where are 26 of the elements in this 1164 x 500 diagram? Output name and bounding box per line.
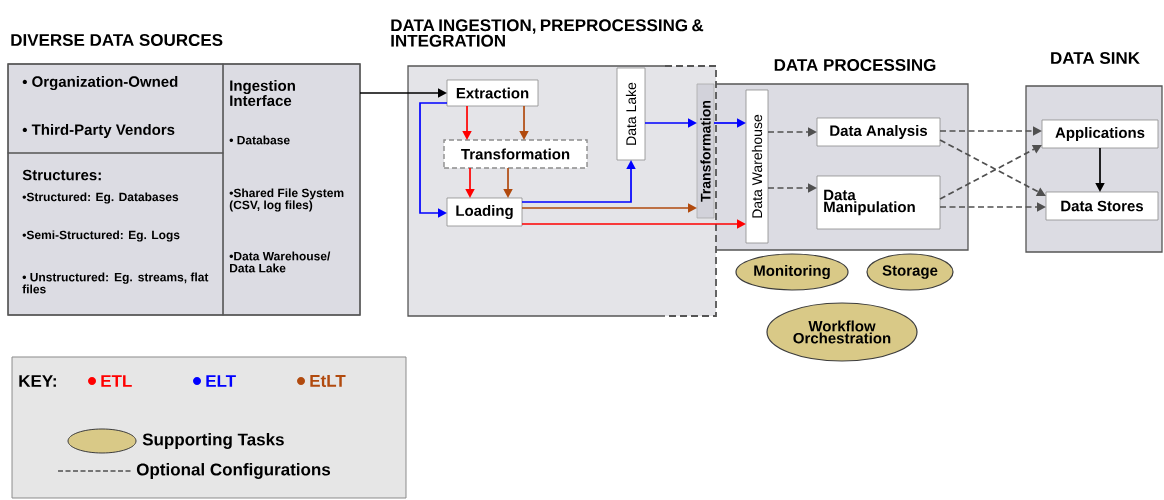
- process-box: Loading: [446, 197, 523, 227]
- legend-text: EtLT: [310, 375, 346, 387]
- node-label: DATA PROCESSING: [774, 58, 936, 72]
- arrow: [939, 139, 1046, 196]
- process-box: Transformation: [443, 139, 588, 169]
- table-cell: • Organization-Owned • Third-Party Vendors: [7, 63, 224, 154]
- process-box: Data Manipulation: [816, 175, 941, 230]
- process-box: Applications: [1041, 119, 1159, 149]
- node-label: DIVERSE DATA SOURCES: [11, 33, 223, 47]
- legend-text: ETL: [101, 375, 132, 387]
- table-cell: Structures: •Structured: Eg. Databases •Semi-Structured: Eg. Logs • Unstructured: Eg. streams, flat files: [7, 152, 224, 316]
- process-box: Extraction: [446, 79, 539, 107]
- table-cell: Ingestion Interface • Database •Shared File System (CSV, log files) •Data Warehouse/ Data Lake: [222, 63, 361, 316]
- node-label: DATA SINK: [1051, 51, 1140, 65]
- legend-text: Supporting Tasks: [142, 433, 284, 449]
- arrow: [419, 102, 448, 218]
- process-box: Data Stores: [1045, 191, 1159, 221]
- transformation-band: Transformation: [696, 83, 715, 219]
- legend-text: Optional Configurations: [136, 463, 331, 479]
- storage-box: Data Lake: [616, 67, 646, 161]
- arrow: [939, 145, 1042, 200]
- process-box: Data Analysis: [816, 117, 941, 147]
- legend-text: ELT: [206, 375, 236, 387]
- key-label: KEY:: [19, 375, 56, 387]
- storage-box: Data Warehouse: [745, 89, 769, 244]
- node-label: DATA INGESTION, PREPROCESSING & INTEGRATION: [391, 19, 704, 47]
